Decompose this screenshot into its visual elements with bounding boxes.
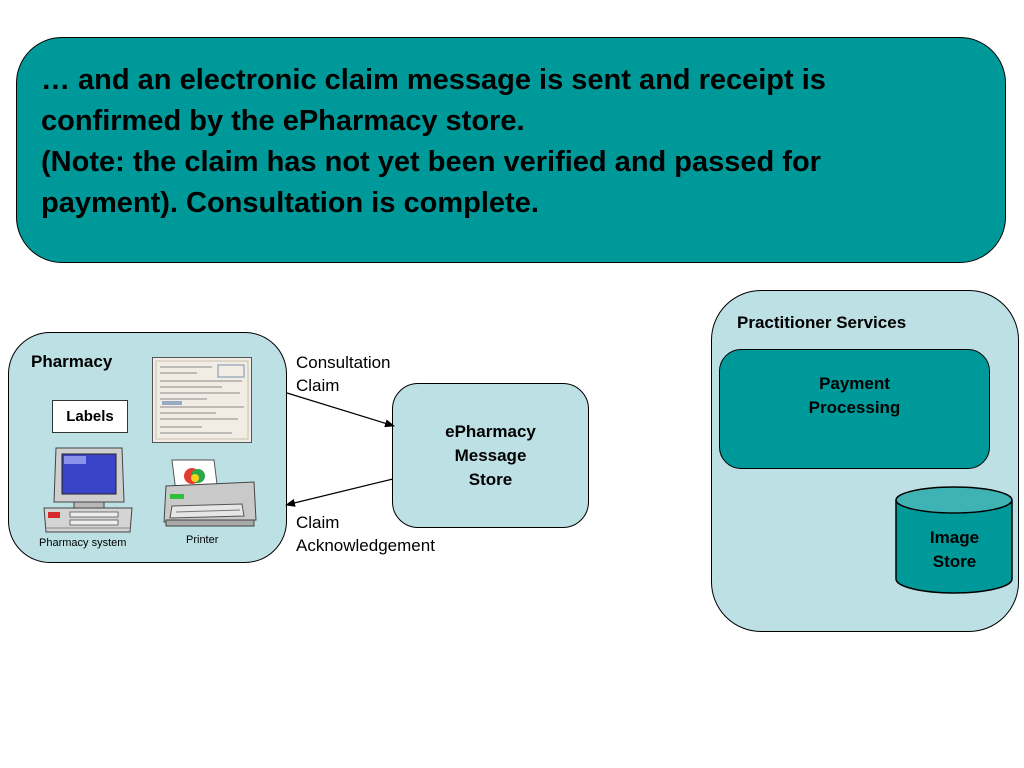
acknowledgement-arrow xyxy=(285,478,394,507)
practitioner-services-title: Practitioner Services xyxy=(737,313,907,332)
computer-icon xyxy=(43,447,133,533)
store-line-3: Store xyxy=(468,469,513,489)
banner-line-3: (Note: the claim has not yet been verifi… xyxy=(41,146,821,178)
store-line-2: Message xyxy=(454,445,527,465)
printer-icon xyxy=(163,459,257,527)
banner-line-1: … and an electronic claim message is sen… xyxy=(41,64,826,96)
claim-ack-line-1: Claim xyxy=(296,513,340,532)
consultation-claim-line-2: Claim xyxy=(296,376,340,395)
payment-line-2: Processing xyxy=(808,398,901,417)
image-store-line-2: Store xyxy=(932,552,977,571)
banner-line-4: payment). Consultation is complete. xyxy=(41,187,539,219)
document-icon xyxy=(152,357,252,443)
labels-box: Labels xyxy=(52,400,128,433)
banner-line-2: confirmed by the ePharmacy store. xyxy=(41,105,525,137)
epharmacy-message-store: ePharmacy Message Store xyxy=(392,383,589,528)
printer-caption: Printer xyxy=(186,534,219,546)
store-line-1: ePharmacy xyxy=(445,421,536,441)
database-cylinder-icon xyxy=(895,486,1013,594)
pharmacy-title: Pharmacy xyxy=(31,352,113,371)
payment-line-1: Payment xyxy=(819,374,890,393)
headline-banner: … and an electronic claim message is sen… xyxy=(16,37,1006,263)
payment-processing-box: Payment Processing xyxy=(719,349,990,469)
pharmacy-system-caption: Pharmacy system xyxy=(39,537,127,549)
image-store-line-1: Image xyxy=(929,528,980,547)
claim-ack-line-2: Acknowledgement xyxy=(296,536,435,555)
claim-arrow xyxy=(286,392,395,428)
consultation-claim-line-1: Consultation xyxy=(296,353,391,372)
image-store-label: Image Store xyxy=(896,526,1013,574)
consultation-claim-label: Consultation Claim xyxy=(296,351,391,397)
claim-acknowledgement-label: Claim Acknowledgement xyxy=(296,511,435,557)
